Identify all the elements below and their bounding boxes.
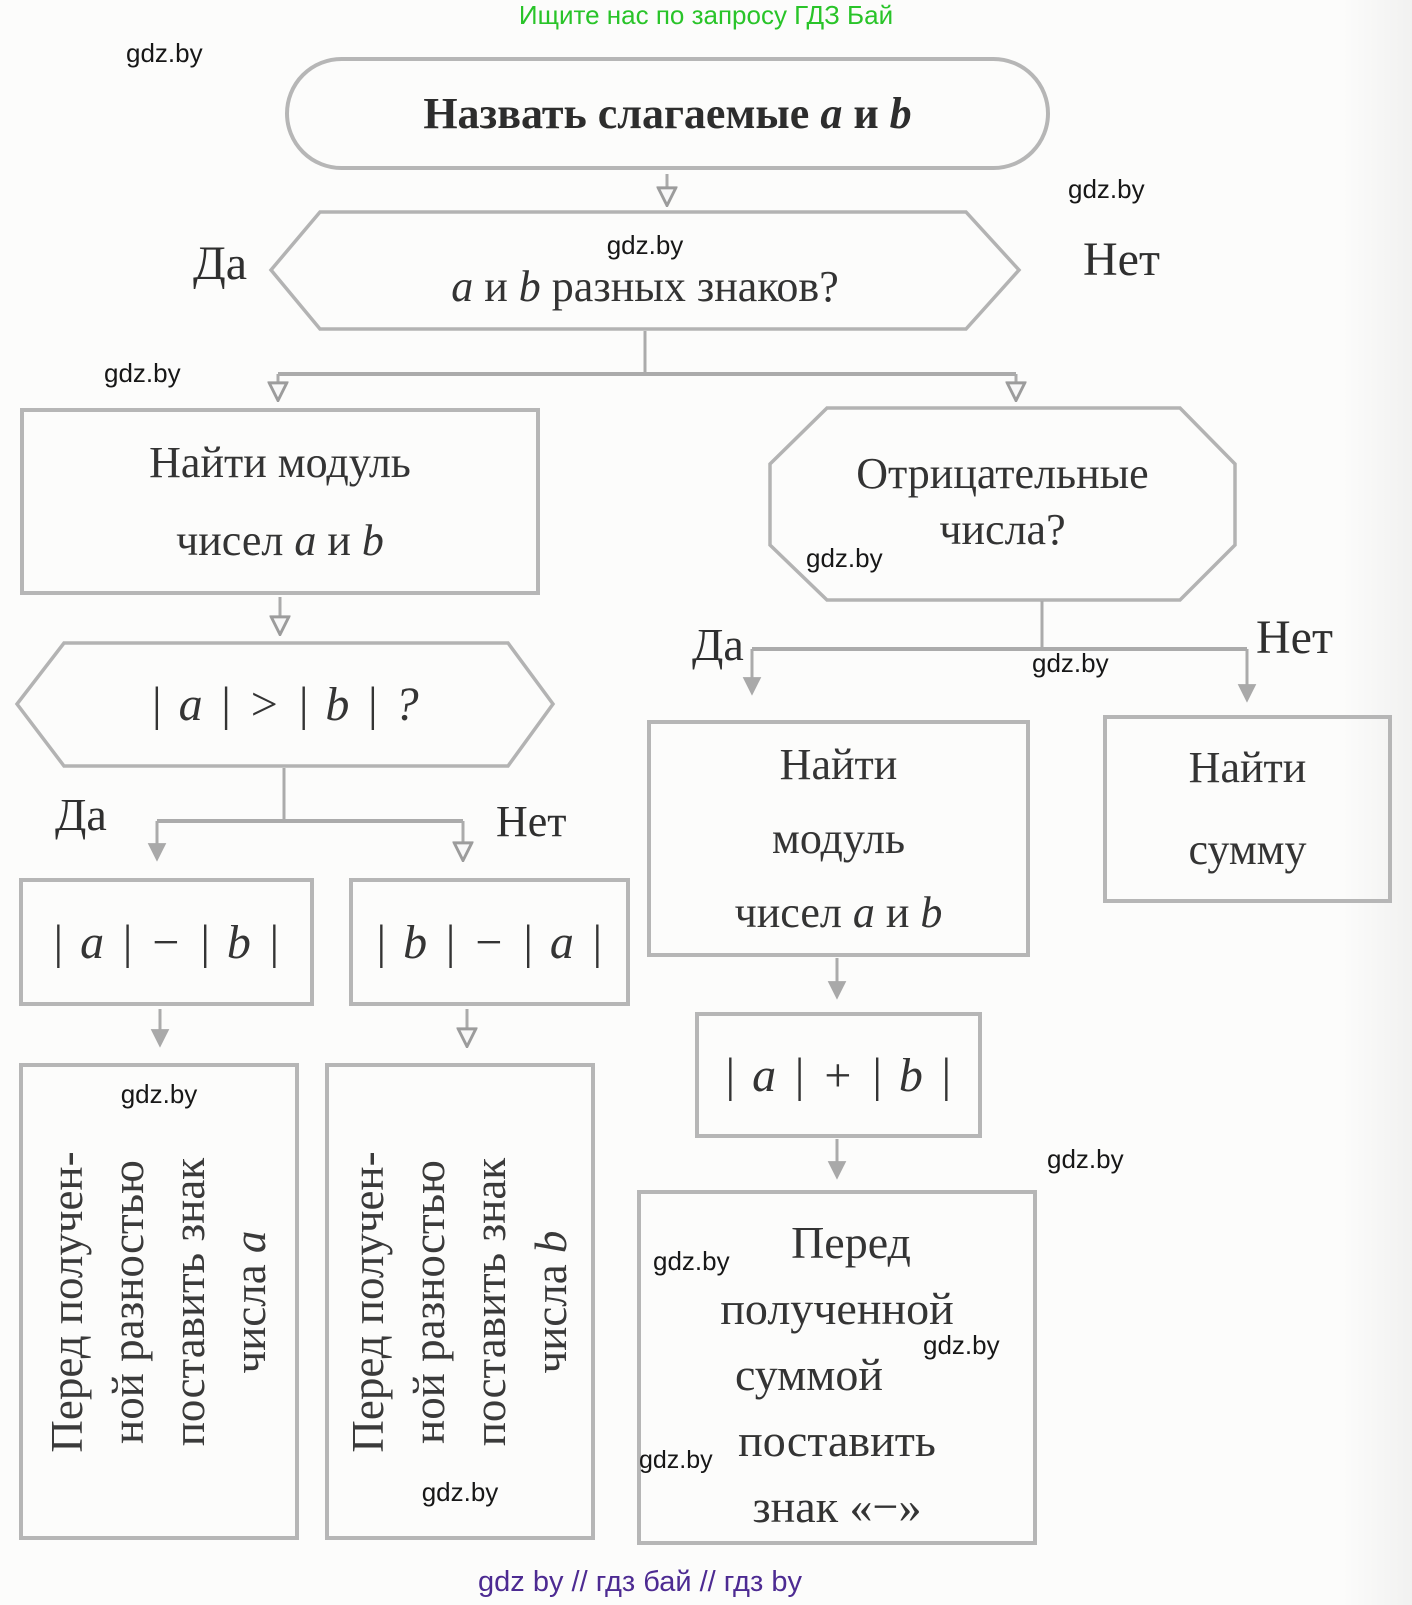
node-abs-compare: | a | > | b | ?: [17, 643, 553, 766]
diff-a-b-expr: | a | − | b |: [50, 915, 283, 969]
node-find-sum: Найти сумму: [1103, 715, 1392, 903]
node-find-modulus-right: Найти модуль чисел a и b: [647, 720, 1030, 957]
no-label-2: Нет: [496, 797, 567, 846]
watermark: gdz.by: [1047, 1144, 1124, 1174]
yes-label-1: Да: [193, 237, 248, 290]
promo-header: Ищите нас по запросу ГДЗ Бай: [518, 0, 894, 30]
connectors: [147, 174, 1257, 1180]
node-start: Назвать слагаемые a и b: [285, 57, 1050, 170]
octagon-negative-numbers: [768, 406, 1237, 602]
different-signs-question: a и b разных знаков?: [451, 262, 839, 311]
watermark: gdz.by: [606, 230, 684, 260]
watermark: gdz.by: [923, 1330, 1000, 1360]
node-different-signs: gdz.by a и b разных знаков?: [271, 212, 1019, 330]
no-label-1: Нет: [1083, 233, 1160, 286]
watermark: gdz.by: [806, 543, 883, 573]
watermark: gdz.by: [104, 358, 181, 388]
footer-text: gdz by // гдз бай // гдз by: [478, 1566, 802, 1598]
start-label: Назвать слагаемые a и b: [423, 89, 912, 138]
watermark: gdz.by: [421, 1477, 499, 1507]
diff-b-a-expr: | b | − | a |: [373, 915, 606, 969]
node-negative-numbers: Отрицательные числа? gdz.by: [770, 408, 1235, 600]
find-modulus-line2: чисел a и b: [176, 515, 384, 565]
sign-of-a-text: Перед получен- ной разностью поставить з…: [42, 1150, 275, 1453]
node-find-modulus-left: Найти модуль чисел a и b: [20, 408, 540, 595]
node-sign-of-a: gdz.by Перед получен- ной разностью пост…: [19, 1063, 299, 1540]
hexagon-abs-compare: [14, 641, 556, 768]
node-diff-a-b: | a | − | b |: [19, 878, 314, 1006]
abs-compare-question: | a | > | b | ?: [149, 678, 421, 731]
node-sign-of-b: gdz.by Перед получен- ной разностью пост…: [325, 1063, 595, 1540]
watermark: gdz.by: [1068, 174, 1145, 204]
yes-label-3: Да: [692, 619, 744, 670]
find-modulus-line1: Найти модуль: [149, 437, 411, 487]
watermark: gdz.by: [126, 38, 203, 68]
sum-abs-expr: | a | + | b |: [722, 1048, 955, 1102]
watermark: gdz.by: [1032, 648, 1109, 678]
watermark: gdz.by: [653, 1246, 730, 1276]
sign-of-b-text: Перед получен- ной разностью поставить з…: [343, 1150, 576, 1453]
decision-shapes: [14, 210, 1237, 768]
negative-numbers-line2: числа?: [939, 504, 1066, 554]
watermark: gdz.by: [120, 1079, 198, 1109]
node-diff-b-a: | b | − | a |: [349, 878, 630, 1006]
node-put-minus-sign: gdz.by gdz.by gdz.by Перед полученной су…: [637, 1190, 1037, 1545]
yes-label-2: Да: [55, 789, 107, 840]
no-label-3: Нет: [1256, 611, 1333, 664]
watermark: gdz.by: [639, 1446, 713, 1474]
hexagon-different-signs: [268, 210, 1022, 331]
negative-numbers-line1: Отрицательные: [856, 448, 1149, 498]
node-sum-abs: | a | + | b |: [695, 1012, 982, 1138]
